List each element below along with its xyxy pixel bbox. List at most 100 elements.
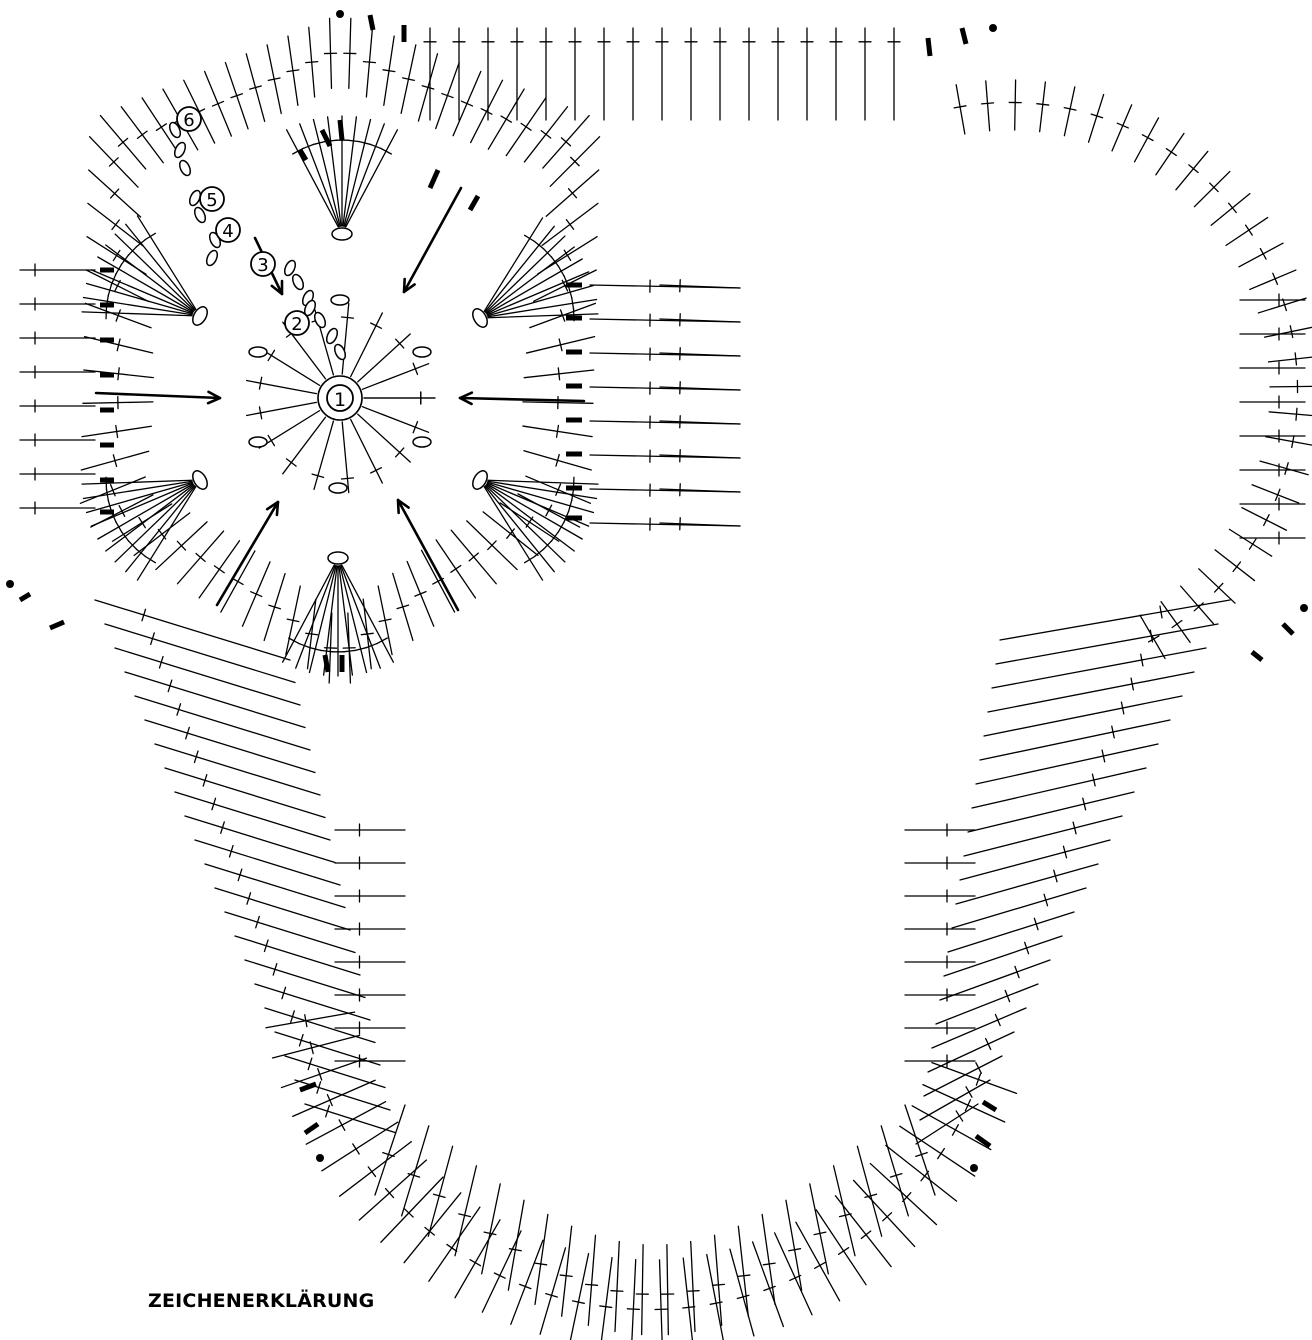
stitch-crossbar — [377, 638, 388, 644]
stitch-crossbar — [145, 556, 155, 562]
stitch-crossbar — [137, 131, 147, 138]
slip-stitch-mark — [370, 15, 373, 30]
stitch-line — [1181, 586, 1214, 624]
stitch-crossbar — [156, 124, 166, 131]
stitch-line — [1270, 386, 1312, 387]
stitch-crossbar — [233, 579, 243, 585]
end-dot — [316, 1154, 324, 1162]
stitch-line — [428, 1146, 452, 1236]
stitch-crossbar — [572, 297, 574, 309]
stitch-crossbar — [535, 1263, 547, 1265]
stitch-line — [345, 124, 384, 227]
stitch-line — [691, 1241, 695, 1331]
round-label-6: 6 — [177, 107, 201, 131]
chain-oval — [328, 552, 348, 564]
stitch-line — [342, 303, 349, 374]
stitch-line — [1015, 80, 1016, 130]
stitch-line — [1199, 569, 1235, 603]
stitch-line — [810, 1184, 829, 1274]
stitch-crossbar — [525, 556, 535, 562]
stitch-crossbar — [461, 101, 472, 106]
chain-oval — [249, 437, 267, 447]
stitch-crossbar — [1172, 621, 1182, 628]
stitch-crossbar — [1295, 353, 1296, 365]
stitch-line — [175, 792, 330, 840]
stitch-line — [1269, 412, 1312, 416]
slip-stitch-mark — [322, 130, 330, 146]
round-label-5: 5 — [200, 187, 224, 211]
stitch-line — [342, 422, 349, 493]
stitch-crossbar — [353, 1144, 359, 1154]
end-dot — [336, 10, 344, 18]
stitch-line — [300, 124, 339, 227]
stitch-crossbar — [119, 506, 125, 517]
stitch-crossbar — [1249, 539, 1255, 549]
legend-heading: ZEICHENERKLÄRUNG — [148, 1290, 374, 1312]
slip-stitch-mark — [300, 150, 306, 160]
stitch-line — [816, 1210, 866, 1285]
stitch-crossbar — [558, 522, 564, 532]
stitch-line — [135, 696, 310, 750]
stitch-line — [948, 912, 1074, 952]
stitch-crossbar — [371, 468, 382, 473]
stitch-line — [936, 984, 1038, 1024]
round-label-3: 3 — [251, 252, 275, 276]
stitch-crossbar — [470, 1260, 480, 1266]
stitch-crossbar — [116, 522, 122, 532]
stitch-line — [455, 1220, 500, 1298]
stitch-line — [1194, 171, 1229, 206]
stitch-line — [485, 486, 554, 571]
stitch-line — [986, 81, 990, 131]
chain-oval — [413, 347, 431, 357]
stitch-crossbar — [481, 109, 492, 114]
stitch-crossbar — [469, 553, 478, 561]
stitch-crossbar — [118, 138, 127, 146]
chain-oval — [178, 159, 193, 177]
stitch-crossbar — [383, 70, 395, 72]
arrow-shaft — [398, 500, 458, 610]
stitch-line — [988, 672, 1194, 712]
slip-stitch-mark — [50, 622, 64, 628]
round-label-4-text: 4 — [222, 221, 233, 242]
stitch-line — [247, 402, 317, 415]
stitch-line — [976, 744, 1158, 784]
stitch-line — [137, 487, 195, 580]
stitch-layer — [20, 18, 1312, 1340]
stitch-crossbar — [371, 323, 382, 328]
stitch-crossbar — [268, 435, 274, 445]
stitch-crossbar — [738, 1275, 750, 1276]
stitch-crossbar — [287, 459, 297, 466]
stitch-crossbar — [501, 116, 511, 122]
stitch-crossbar — [1037, 104, 1049, 105]
slip-stitch-mark — [340, 120, 342, 140]
stitch-crossbar — [566, 220, 573, 230]
arrow-shaft — [404, 188, 461, 292]
chain-oval — [413, 437, 431, 447]
arrow-shaft — [217, 502, 278, 605]
stitch-line — [455, 1166, 476, 1256]
round-label-3-text: 3 — [257, 255, 268, 276]
stitch-line — [1135, 118, 1159, 162]
chain-oval — [325, 327, 340, 345]
round-label-1-text: 1 — [334, 389, 346, 411]
stitch-line — [615, 1241, 619, 1331]
stitch-crossbar — [347, 140, 359, 141]
stitch-crossbar — [611, 1291, 623, 1292]
stitch-line — [631, 1260, 635, 1340]
stitch-line — [155, 744, 320, 795]
stitch-crossbar — [268, 350, 274, 360]
slip-stitch-mark — [300, 1084, 316, 1090]
chain-oval — [291, 273, 306, 291]
end-dot — [989, 24, 997, 32]
stitch-crossbar — [861, 1231, 870, 1238]
stitch-line — [429, 1207, 480, 1281]
slip-stitch-mark — [430, 170, 438, 188]
stitch-line — [707, 1255, 724, 1340]
stitch-line — [1265, 327, 1312, 337]
stitch-line — [137, 216, 195, 309]
slip-stitch-mark — [470, 196, 478, 210]
round-label-2: 2 — [285, 311, 309, 335]
stitch-line — [857, 1146, 881, 1236]
stitch-line — [960, 840, 1110, 880]
chain-oval — [205, 249, 220, 267]
